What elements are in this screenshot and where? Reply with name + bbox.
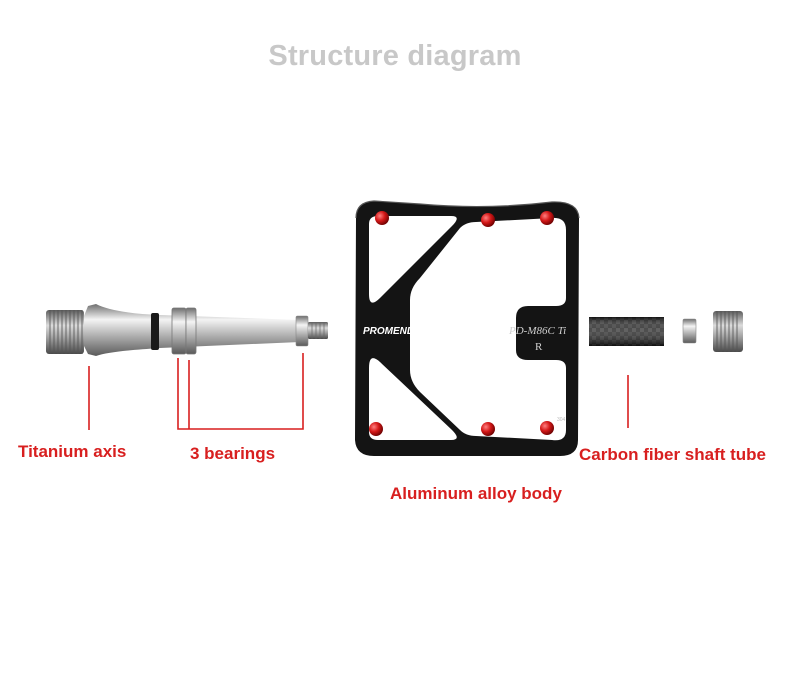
model-mark: PD-M86C Ti (508, 325, 566, 337)
small-mark: 304 (557, 417, 566, 423)
carbon-fiber-shaft-tube (589, 317, 664, 346)
titanium-axle (46, 304, 328, 356)
label-bearings: 3 bearings (190, 444, 275, 464)
label-titanium-axis: Titanium axis (18, 442, 126, 462)
side-mark: R (535, 341, 543, 353)
small-nut (683, 319, 696, 343)
aluminum-pedal-body: PROMEND PD-M86C Ti R 304 (355, 201, 579, 456)
end-cap (713, 311, 743, 352)
leader-bearings (178, 353, 303, 429)
label-aluminum-body: Aluminum alloy body (390, 484, 562, 504)
brand-mark: PROMEND (363, 326, 414, 337)
label-carbon-tube: Carbon fiber shaft tube (579, 445, 766, 465)
